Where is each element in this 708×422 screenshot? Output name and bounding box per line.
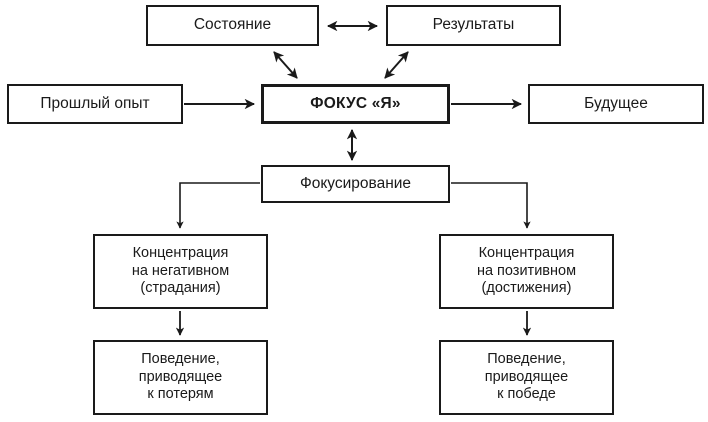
node-past-experience-label: Прошлый опыт bbox=[40, 94, 150, 112]
node-behaviour-victory: Поведение, приводящее к победе bbox=[439, 340, 614, 415]
node-concentration-positive-label: Концентрация на позитивном (достижения) bbox=[476, 244, 577, 297]
node-results: Результаты bbox=[386, 5, 561, 46]
node-state-label: Состояние bbox=[193, 16, 272, 34]
node-results-label: Результаты bbox=[432, 16, 515, 34]
edge-self-focus-state bbox=[273, 51, 298, 79]
node-self-focus-label: ФОКУС «Я» bbox=[310, 94, 401, 112]
node-behaviour-losses: Поведение, приводящее к потерям bbox=[93, 340, 268, 415]
node-future: Будущее bbox=[528, 84, 704, 124]
node-behaviour-victory-label: Поведение, приводящее к победе bbox=[484, 350, 569, 403]
node-focusing: Фокусирование bbox=[261, 165, 450, 203]
edge-focusing-concentration-positive bbox=[451, 182, 531, 229]
node-behaviour-losses-label: Поведение, приводящее к потерям bbox=[138, 350, 223, 403]
node-future-label: Будущее bbox=[584, 94, 648, 112]
node-self-focus: ФОКУС «Я» bbox=[261, 84, 450, 124]
edge-focusing-concentration-negative bbox=[176, 182, 260, 229]
node-state: Состояние bbox=[146, 5, 319, 46]
node-concentration-negative-label: Концентрация на негативном (страдания) bbox=[131, 244, 230, 297]
node-focusing-label: Фокусирование bbox=[299, 174, 412, 192]
node-concentration-positive: Концентрация на позитивном (достижения) bbox=[439, 234, 614, 309]
edge-self-focus-results bbox=[384, 51, 409, 79]
node-past-experience: Прошлый опыт bbox=[7, 84, 183, 124]
node-concentration-negative: Концентрация на негативном (страдания) bbox=[93, 234, 268, 309]
